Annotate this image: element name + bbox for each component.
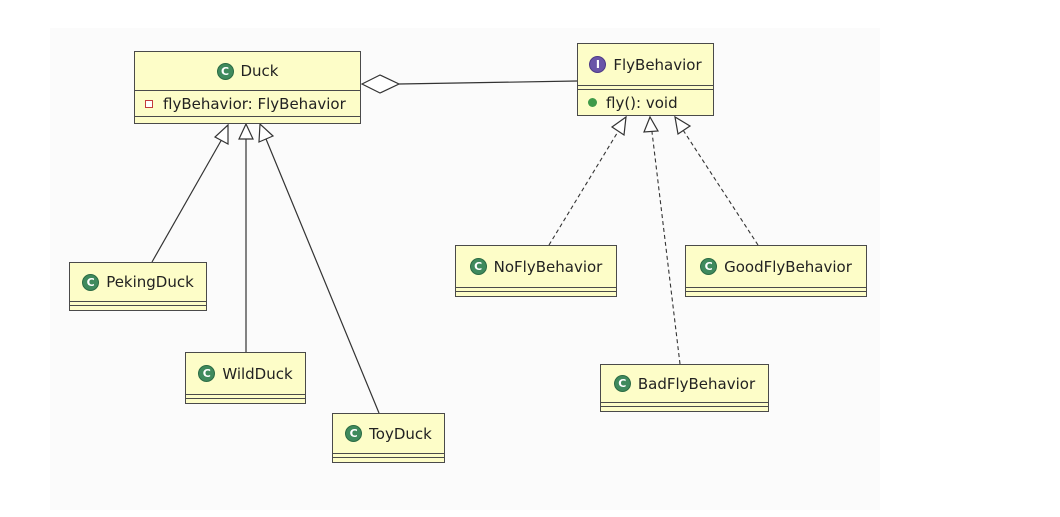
class-good-fly-behavior[interactable]: C GoodFlyBehavior: [685, 245, 867, 297]
attributes-compartment: [186, 395, 305, 399]
generalization-arrow-toy: [258, 122, 275, 143]
operations-compartment: [601, 407, 768, 411]
realization-line-badfly: [651, 131, 681, 365]
interface-name: FlyBehavior: [613, 55, 702, 74]
operations-compartment: [333, 458, 444, 462]
class-header: C WildDuck: [186, 353, 305, 395]
interface-fly-behavior[interactable]: I FlyBehavior fly(): void: [577, 43, 714, 116]
class-header: C NoFlyBehavior: [456, 246, 616, 288]
class-icon: C: [469, 258, 487, 275]
interface-icon: I: [589, 56, 607, 73]
class-bad-fly-behavior[interactable]: C BadFlyBehavior: [600, 364, 769, 412]
operations-compartment: [70, 306, 206, 310]
operations-compartment: [686, 292, 866, 296]
class-icon: C: [345, 425, 363, 442]
class-name: GoodFlyBehavior: [724, 257, 852, 276]
attributes-compartment: [333, 454, 444, 458]
operations-compartment: [186, 399, 305, 403]
class-name: PekingDuck: [106, 273, 194, 291]
class-icon: C: [613, 375, 631, 392]
class-header: C GoodFlyBehavior: [686, 246, 866, 288]
class-no-fly-behavior[interactable]: C NoFlyBehavior: [455, 245, 617, 297]
class-name: WildDuck: [222, 364, 293, 383]
attributes-compartment: [578, 86, 713, 90]
interface-header: I FlyBehavior: [578, 44, 713, 86]
class-name: BadFlyBehavior: [637, 374, 756, 393]
class-icon: C: [216, 62, 234, 80]
realization-line-goodfly: [682, 129, 759, 246]
operation-fly: fly(): void: [606, 93, 678, 112]
class-icon: C: [82, 273, 100, 291]
operations-compartment: [456, 292, 616, 296]
attribute-fly-behavior: flyBehavior: FlyBehavior: [163, 94, 346, 113]
aggregation-line: [398, 80, 578, 85]
attributes-compartment: [686, 288, 866, 292]
realization-arrow-badfly: [643, 115, 659, 133]
generalization-line-toy: [265, 138, 380, 414]
attributes-compartment: flyBehavior: FlyBehavior: [135, 91, 360, 117]
attributes-compartment: [601, 403, 768, 407]
class-peking-duck[interactable]: C PekingDuck: [69, 262, 207, 311]
class-name: Duck: [240, 62, 279, 80]
class-icon: C: [198, 365, 216, 382]
class-name: NoFlyBehavior: [493, 257, 603, 276]
realization-arrow-goodfly: [674, 115, 692, 136]
class-duck[interactable]: C Duck flyBehavior: FlyBehavior: [134, 51, 361, 124]
class-header: C PekingDuck: [70, 263, 206, 302]
class-header: C BadFlyBehavior: [601, 365, 768, 403]
aggregation-diamond: [360, 74, 401, 94]
class-header: C Duck: [135, 52, 360, 91]
attributes-compartment: [456, 288, 616, 292]
class-toy-duck[interactable]: C ToyDuck: [332, 413, 445, 463]
realization-line-nofly: [548, 129, 620, 246]
public-visibility-icon: [588, 98, 597, 107]
class-wild-duck[interactable]: C WildDuck: [185, 352, 306, 404]
operations-compartment: fly(): void: [578, 90, 713, 115]
attributes-compartment: [70, 302, 206, 306]
generalization-arrow-wild: [238, 122, 254, 140]
class-icon: C: [700, 258, 718, 275]
private-visibility-icon: [145, 99, 153, 108]
operations-compartment: [135, 117, 360, 121]
generalization-arrow-peking: [213, 123, 229, 146]
realization-arrow-nofly: [610, 115, 627, 137]
generalization-line-peking: [151, 138, 223, 263]
class-name: ToyDuck: [369, 424, 432, 443]
class-header: C ToyDuck: [333, 414, 444, 454]
